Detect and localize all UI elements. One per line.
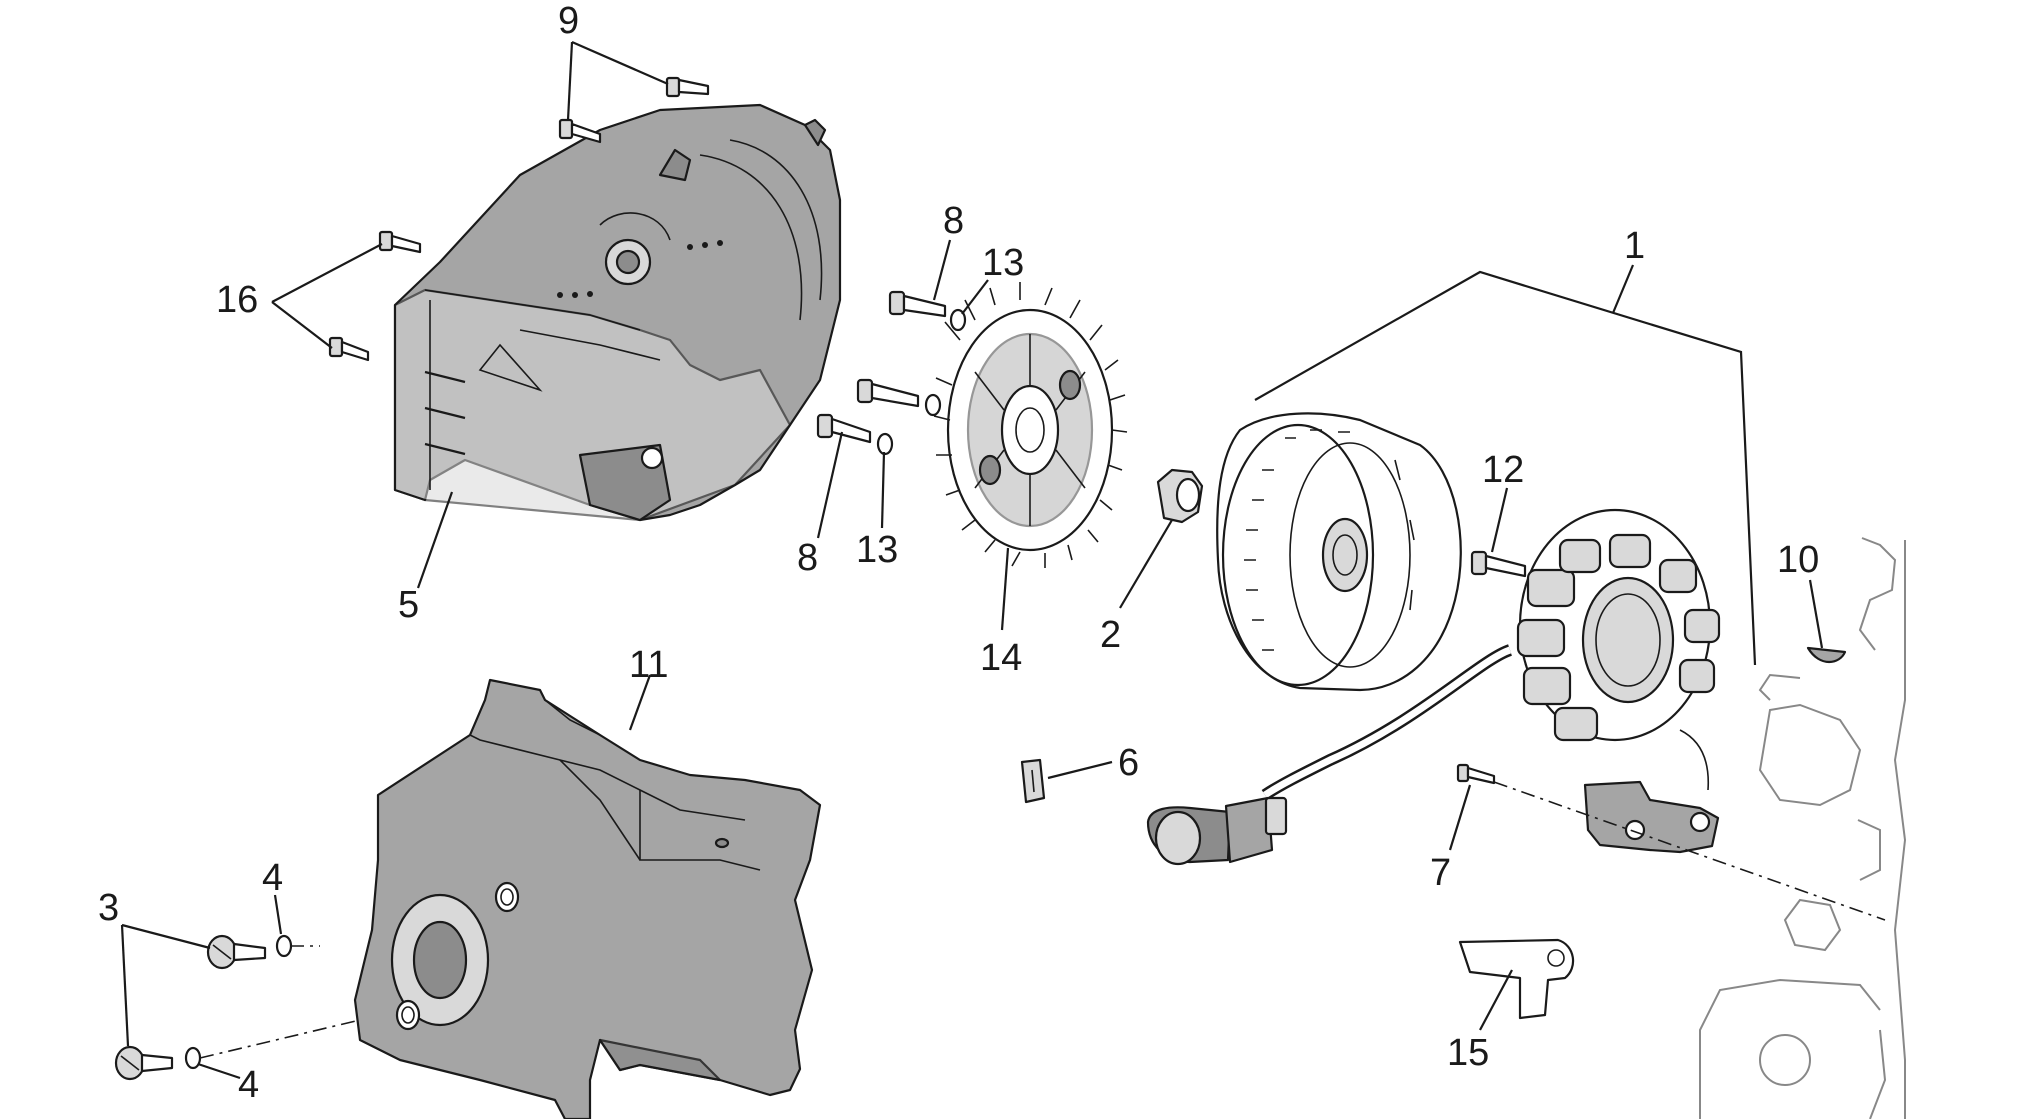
nut-part	[1156, 468, 1204, 524]
leader-lines	[120, 40, 1824, 1080]
flywheel-rotor-part	[1216, 412, 1462, 692]
fan-cover-part	[393, 103, 842, 522]
pickup-sensor-part	[1583, 729, 1720, 854]
callout-15: 15	[1447, 1032, 1489, 1074]
callout-10: 10	[1777, 539, 1819, 581]
callout-2: 2	[1100, 614, 1121, 656]
screw-9-lower	[558, 118, 602, 144]
cylinder-shroud-part	[353, 678, 822, 1119]
callout-14: 14	[980, 637, 1022, 679]
assembly-axis-lines	[199, 781, 1886, 1059]
washer-13-upper	[949, 308, 967, 332]
screw-3-upper	[206, 934, 267, 970]
callout-1: 1	[1624, 225, 1645, 267]
screw-7-part	[1456, 763, 1496, 785]
screw-16-lower	[328, 336, 370, 362]
cover-vent-slots	[424, 370, 466, 456]
callout-13-upper: 13	[982, 242, 1024, 284]
callout-labels: 1 2 3 4 4 5 6 7 8 8 9 10 11 12 13 13 14 …	[98, 0, 1819, 1106]
screw-9-upper	[665, 76, 710, 98]
wire-connector	[1146, 796, 1288, 866]
callout-16: 16	[216, 279, 258, 321]
washer-13-middle	[924, 393, 942, 417]
bracket-part	[1458, 938, 1575, 1020]
callout-3: 3	[98, 887, 119, 929]
callout-5: 5	[398, 584, 419, 626]
cooling-fan-part	[933, 282, 1128, 568]
stator-coils	[1516, 533, 1721, 742]
stator-part	[1516, 508, 1721, 742]
callout-13-lower: 13	[856, 529, 898, 571]
callout-9: 9	[558, 0, 579, 42]
callout-8-upper: 8	[943, 200, 964, 242]
washer-13-lower	[876, 432, 894, 456]
screw-12-part	[1470, 550, 1527, 578]
washer-4-upper	[275, 934, 293, 958]
screw-16-upper	[378, 230, 422, 254]
key-part	[1020, 758, 1046, 804]
callout-4-upper: 4	[262, 857, 283, 899]
screw-3-lower	[114, 1045, 174, 1081]
bolt-8-middle	[856, 378, 920, 408]
callout-7: 7	[1430, 852, 1451, 894]
callout-12: 12	[1482, 449, 1524, 491]
woodruff-key-part	[1806, 646, 1847, 664]
engine-crankcase-outline	[1699, 537, 1907, 1119]
callout-4-lower: 4	[238, 1064, 259, 1106]
callout-6: 6	[1118, 742, 1139, 784]
stator-wire-harness	[1261, 644, 1513, 801]
bolt-8-lower	[816, 413, 872, 444]
callout-11: 11	[629, 644, 668, 686]
callout-8-lower: 8	[797, 537, 818, 579]
bolt-8-upper	[888, 290, 947, 318]
